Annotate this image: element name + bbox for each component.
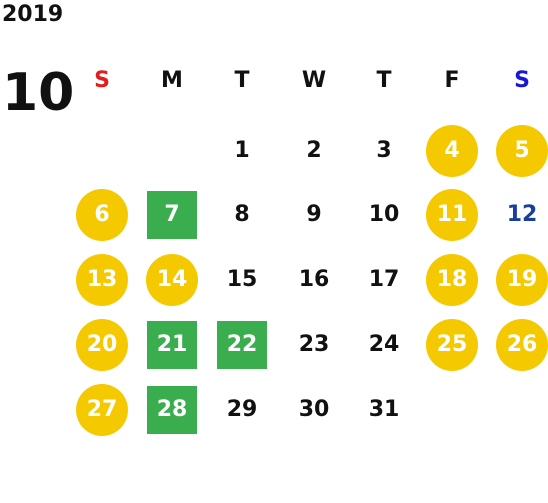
holiday-circle-marker <box>76 319 128 371</box>
day-number: 30 <box>298 397 330 422</box>
day-number: 4 <box>444 138 460 163</box>
calendar-day-8[interactable]: 8 <box>212 189 272 241</box>
calendar-day-15[interactable]: 15 <box>212 254 272 306</box>
day-number: 24 <box>368 332 400 357</box>
day-number: 13 <box>86 267 118 292</box>
calendar-day-9[interactable]: 9 <box>284 189 344 241</box>
day-number: 25 <box>436 332 468 357</box>
calendar-day-26[interactable]: 26 <box>492 319 548 371</box>
holiday-circle-marker <box>76 254 128 306</box>
holiday-circle-marker <box>76 189 128 241</box>
holiday-circle-marker <box>496 319 548 371</box>
day-number: 14 <box>156 267 188 292</box>
calendar-day-10[interactable]: 10 <box>354 189 414 241</box>
calendar-day-23[interactable]: 23 <box>284 319 344 371</box>
event-square-marker <box>217 321 267 369</box>
day-number: 7 <box>164 202 180 227</box>
day-number: 31 <box>368 397 400 422</box>
day-number: 27 <box>86 397 118 422</box>
calendar-day-19[interactable]: 19 <box>492 254 548 306</box>
day-number: 20 <box>86 332 118 357</box>
day-number: 15 <box>226 267 258 292</box>
calendar-day-6[interactable]: 6 <box>72 189 132 241</box>
calendar-day-22[interactable]: 22 <box>212 319 272 371</box>
day-number: 17 <box>368 267 400 292</box>
calendar-day-20[interactable]: 20 <box>72 319 132 371</box>
calendar-day-18[interactable]: 18 <box>422 254 482 306</box>
event-square-marker <box>147 191 197 239</box>
calendar-day-11[interactable]: 11 <box>422 189 482 241</box>
calendar-day-2[interactable]: 2 <box>284 125 344 177</box>
day-number: 8 <box>234 202 250 227</box>
calendar-day-4[interactable]: 4 <box>422 125 482 177</box>
weekday-header-thursday: T <box>376 68 392 93</box>
day-number: 26 <box>506 332 538 357</box>
day-number: 6 <box>94 202 110 227</box>
weekday-header-friday: F <box>444 68 460 93</box>
day-number: 10 <box>368 202 400 227</box>
day-number: 19 <box>506 267 538 292</box>
weekday-header-saturday: S <box>514 68 530 93</box>
holiday-circle-marker <box>76 384 128 436</box>
event-square-marker <box>147 321 197 369</box>
calendar-day-12[interactable]: 12 <box>492 189 548 241</box>
calendar-day-3[interactable]: 3 <box>354 125 414 177</box>
day-number: 21 <box>156 332 188 357</box>
day-number: 29 <box>226 397 258 422</box>
holiday-circle-marker <box>426 254 478 306</box>
day-number: 5 <box>514 138 530 163</box>
day-number: 16 <box>298 267 330 292</box>
weekday-header-tuesday: T <box>234 68 250 93</box>
calendar-year: 2019 <box>2 2 64 27</box>
calendar-day-16[interactable]: 16 <box>284 254 344 306</box>
calendar-day-5[interactable]: 5 <box>492 125 548 177</box>
day-number: 11 <box>436 202 468 227</box>
calendar-day-24[interactable]: 24 <box>354 319 414 371</box>
calendar-day-13[interactable]: 13 <box>72 254 132 306</box>
holiday-circle-marker <box>496 125 548 177</box>
calendar-day-1[interactable]: 1 <box>212 125 272 177</box>
event-square-marker <box>147 386 197 434</box>
calendar-day-28[interactable]: 28 <box>142 384 202 436</box>
day-number: 28 <box>156 397 188 422</box>
day-number: 22 <box>226 332 258 357</box>
day-number: 3 <box>376 138 392 163</box>
weekday-header-wednesday: W <box>301 68 327 93</box>
calendar-day-25[interactable]: 25 <box>422 319 482 371</box>
calendar-day-7[interactable]: 7 <box>142 189 202 241</box>
calendar-month: 10 <box>2 63 75 123</box>
day-number: 2 <box>306 138 322 163</box>
holiday-circle-marker <box>426 189 478 241</box>
calendar-day-27[interactable]: 27 <box>72 384 132 436</box>
calendar-day-31[interactable]: 31 <box>354 384 414 436</box>
calendar-day-21[interactable]: 21 <box>142 319 202 371</box>
calendar-day-30[interactable]: 30 <box>284 384 344 436</box>
day-number: 23 <box>298 332 330 357</box>
holiday-circle-marker <box>146 254 198 306</box>
holiday-circle-marker <box>426 125 478 177</box>
weekday-header-monday: M <box>161 68 183 93</box>
day-number: 18 <box>436 267 468 292</box>
holiday-circle-marker <box>496 254 548 306</box>
weekday-header-sunday: S <box>94 68 110 93</box>
day-number: 12 <box>506 202 538 227</box>
day-number: 1 <box>234 138 250 163</box>
calendar-day-17[interactable]: 17 <box>354 254 414 306</box>
calendar-day-14[interactable]: 14 <box>142 254 202 306</box>
calendar-day-29[interactable]: 29 <box>212 384 272 436</box>
day-number: 9 <box>306 202 322 227</box>
holiday-circle-marker <box>426 319 478 371</box>
